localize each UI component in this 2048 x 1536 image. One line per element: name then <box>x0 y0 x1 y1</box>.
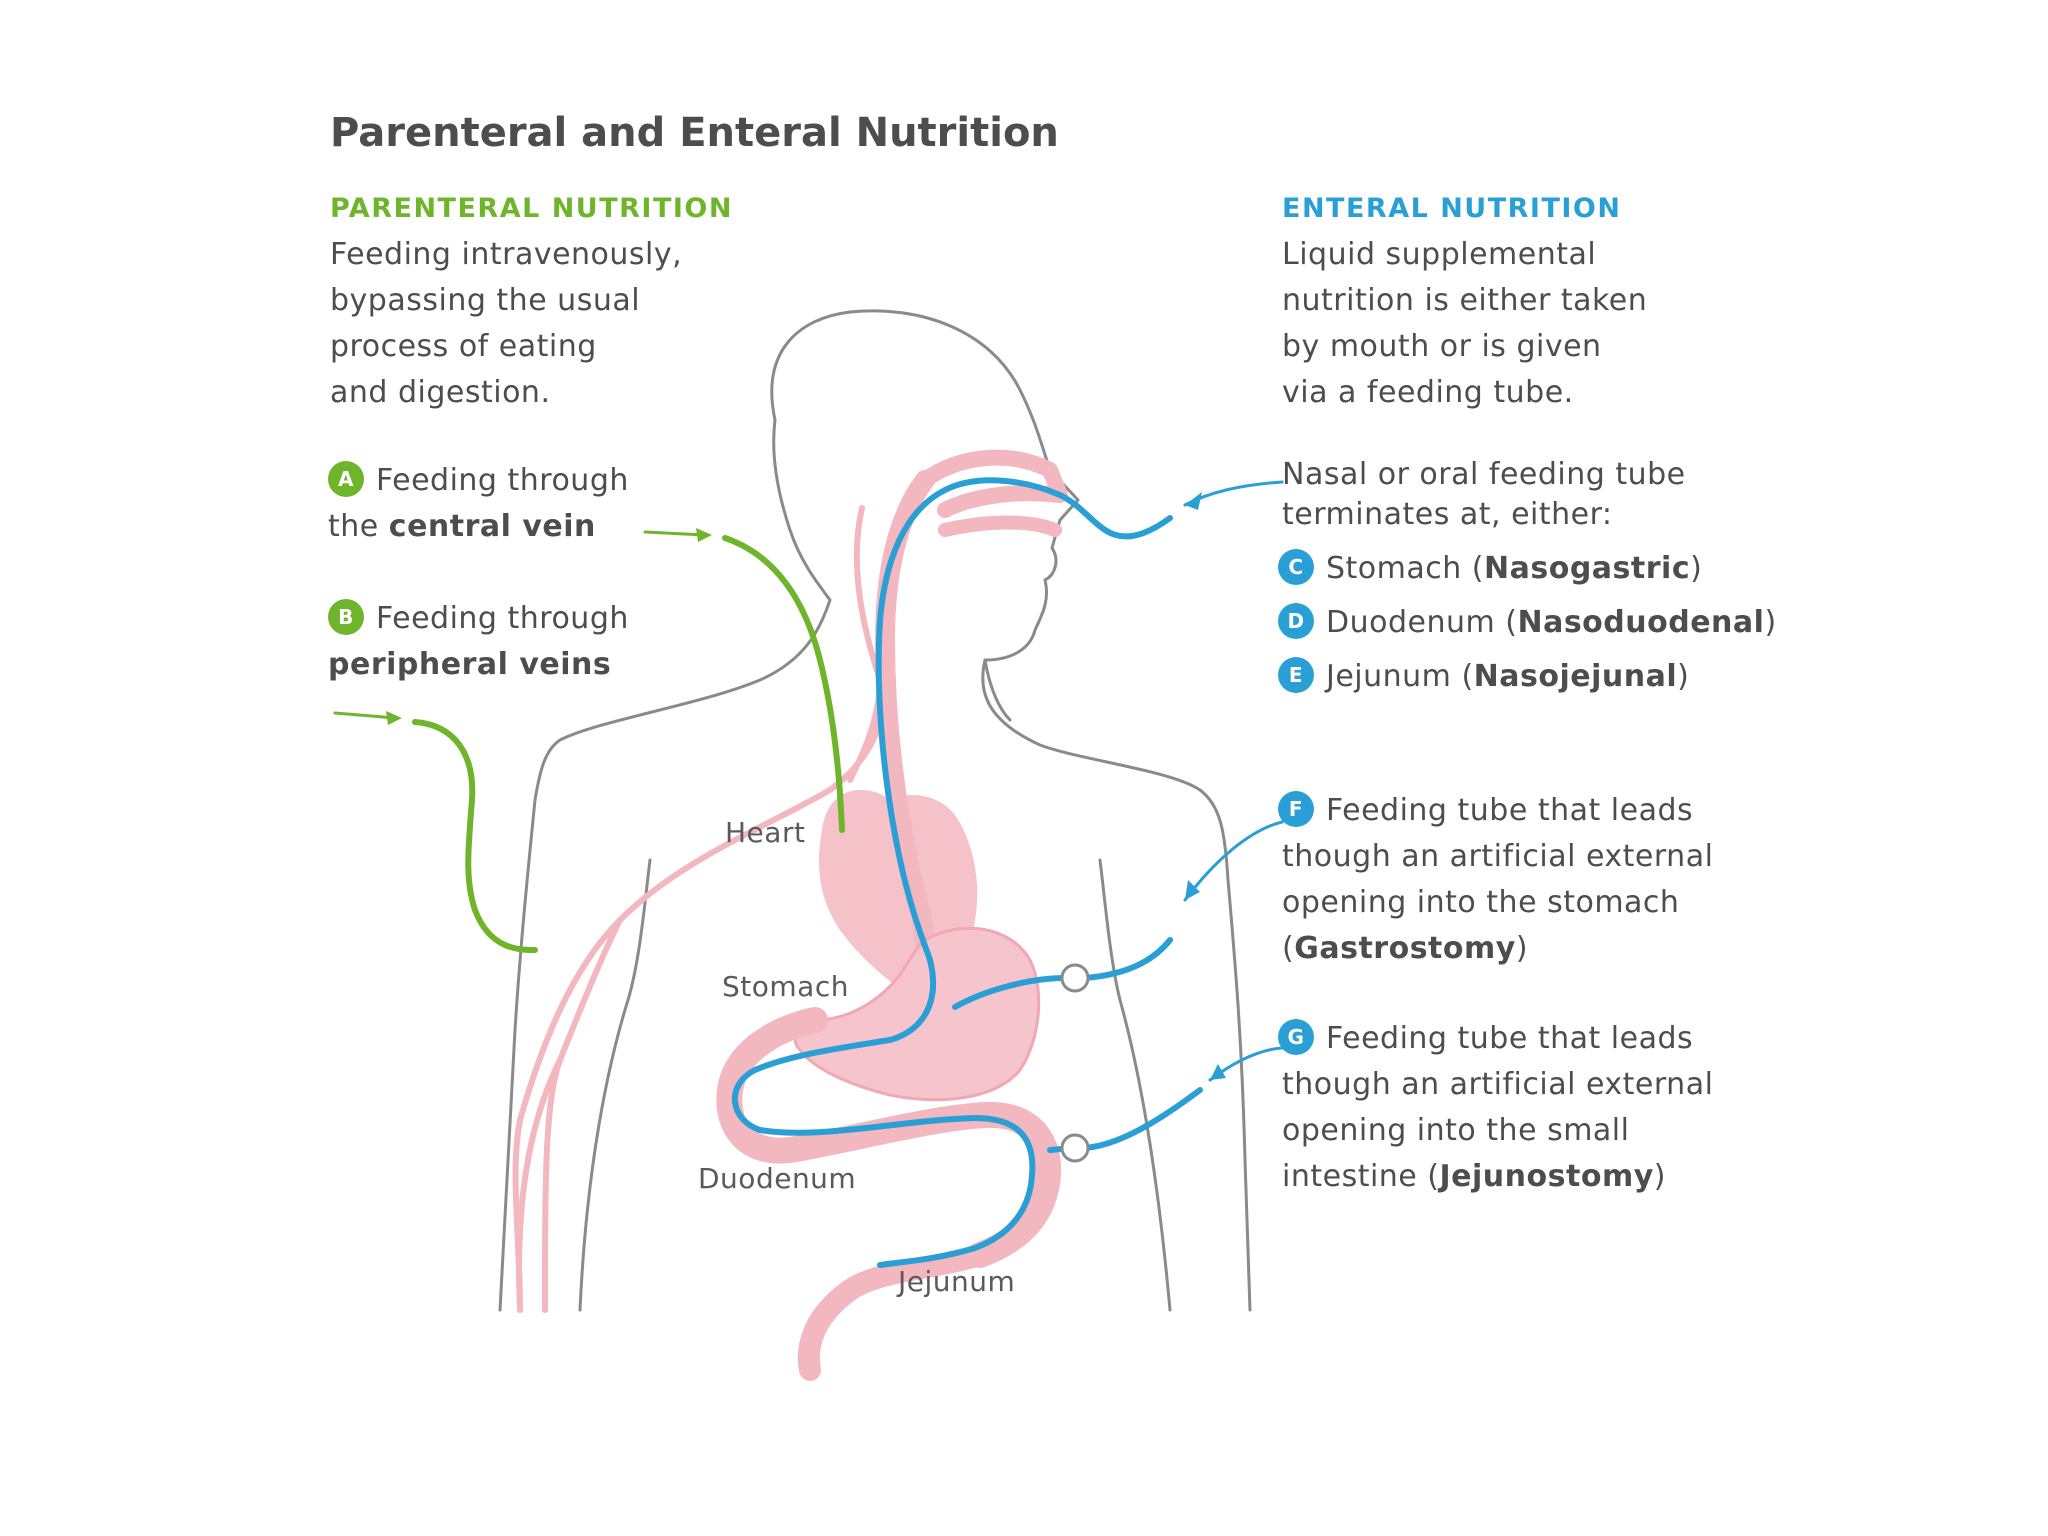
jejunum-shape <box>797 1244 991 1381</box>
badge-g: G <box>1278 1018 1314 1055</box>
badge-d: D <box>1278 602 1314 639</box>
parenteral-description: Feeding intravenously, bypassing the usu… <box>330 237 683 410</box>
peripheral-pointer <box>333 711 397 720</box>
gastrostomy-pointer-arrow <box>1183 820 1284 902</box>
gastrostomy-arrowhead <box>1185 880 1200 900</box>
nasal-feeding-tube <box>731 477 1173 1268</box>
badge-e: E <box>1278 656 1314 693</box>
central-vein-arrowhead <box>696 528 712 542</box>
central-vein-pointer <box>643 530 707 537</box>
gastrostomy-stoma <box>1060 963 1090 993</box>
organ-label-heart: Heart <box>725 816 806 849</box>
veins <box>512 505 886 1313</box>
stomach-shape <box>793 926 1041 1102</box>
badge-a: A <box>328 460 364 497</box>
badge-f: F <box>1278 790 1314 827</box>
jejunostomy-stoma <box>1060 1133 1090 1163</box>
enteral-description: Liquid supplemental nutrition is either … <box>1282 237 1648 410</box>
organ-label-jejunum: Jejunum <box>898 1265 1016 1298</box>
body-outline <box>498 309 1252 1312</box>
enteral-heading: ENTERAL NUTRITION <box>1282 193 1622 224</box>
nasal-arrowhead <box>1185 492 1202 510</box>
central-vein-line <box>722 535 845 833</box>
badge-c: C <box>1278 548 1314 585</box>
parenteral-heading: PARENTERAL NUTRITION <box>330 193 733 224</box>
badge-b: B <box>328 598 364 635</box>
page-title: Parenteral and Enteral Nutrition <box>330 110 1059 156</box>
organ-label-duodenum: Duodenum <box>698 1162 857 1195</box>
peripheral-vein-line <box>412 719 538 953</box>
peripheral-arrowhead <box>386 711 402 725</box>
jejunostomy-arrowhead <box>1210 1064 1226 1080</box>
organ-label-stomach: Stomach <box>722 970 849 1003</box>
duodenum-shape <box>716 1007 1062 1268</box>
nasal-oral-tube-text: Nasal or oral feeding tube terminates at… <box>1282 457 1686 532</box>
